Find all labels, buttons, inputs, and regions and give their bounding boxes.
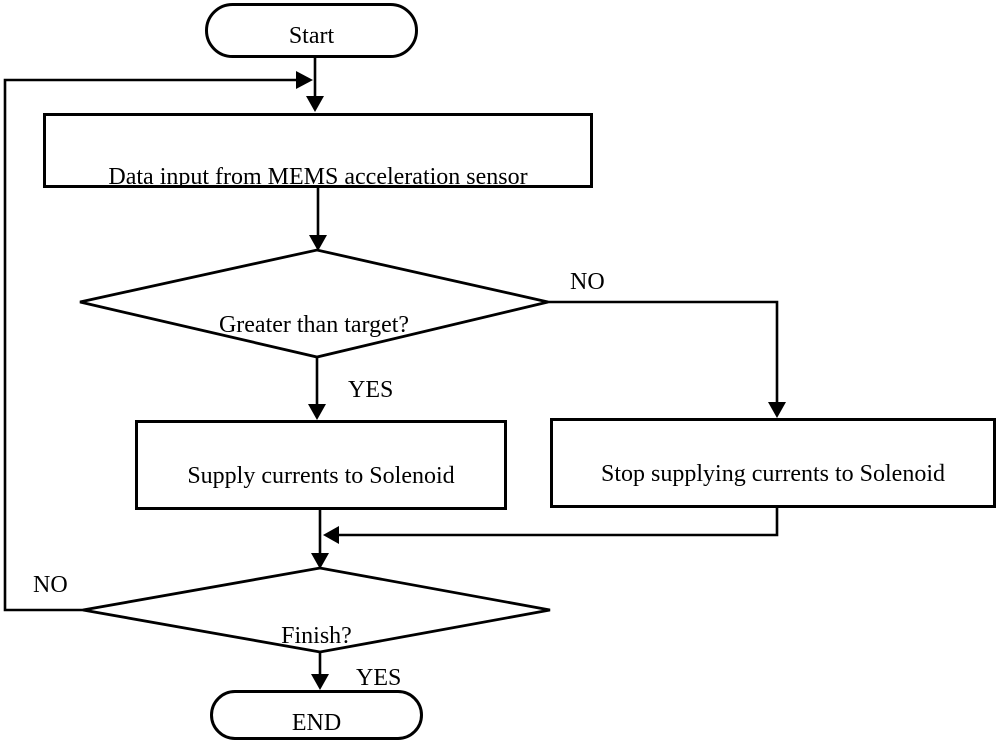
edge-stop-to-merge-line bbox=[339, 508, 779, 537]
node-data-input: Data input from MEMS acceleration sensor bbox=[43, 113, 593, 188]
arrowhead-down-icon bbox=[306, 96, 324, 112]
edge-label-finish-yes: YES bbox=[356, 665, 402, 691]
edge-label-finish-no: NO bbox=[33, 572, 68, 598]
arrowhead-left-icon bbox=[323, 526, 339, 544]
node-start-label: Start bbox=[288, 23, 335, 50]
edge-greater-no-line bbox=[548, 300, 779, 402]
edge-finish-no-loop-line bbox=[3, 78, 296, 612]
edge-supply-to-finish bbox=[311, 510, 329, 569]
edge-label-greater-no: NO bbox=[570, 269, 605, 295]
node-stop-label: Stop supplying currents to Solenoid bbox=[601, 460, 945, 487]
node-decision-greater-shape bbox=[79, 248, 549, 359]
node-decision-finish-shape bbox=[82, 566, 551, 654]
node-supply: Supply currents to Solenoid bbox=[135, 420, 507, 510]
edge-label-greater-yes: YES bbox=[348, 377, 394, 403]
node-stop: Stop supplying currents to Solenoid bbox=[550, 418, 996, 508]
edge-greater-no bbox=[548, 300, 786, 418]
arrowhead-down-icon bbox=[311, 553, 329, 569]
edge-input-to-decision bbox=[309, 188, 327, 251]
node-start: Start bbox=[205, 3, 418, 58]
node-supply-label: Supply currents to Solenoid bbox=[187, 462, 455, 489]
edge-finish-yes bbox=[311, 652, 329, 690]
node-data-input-label: Data input from MEMS acceleration sensor bbox=[108, 163, 528, 188]
arrowhead-down-icon bbox=[311, 674, 329, 690]
arrowhead-down-icon bbox=[309, 235, 327, 251]
edge-stop-to-merge bbox=[323, 508, 779, 544]
arrowhead-down-icon bbox=[768, 402, 786, 418]
node-end-label: END bbox=[291, 709, 342, 736]
edge-greater-yes bbox=[308, 357, 326, 420]
edge-finish-no-loop bbox=[3, 71, 313, 612]
arrowhead-right-icon bbox=[296, 71, 313, 89]
edge-start-to-input bbox=[306, 58, 324, 112]
node-end: END bbox=[210, 690, 423, 740]
arrowhead-down-icon bbox=[308, 404, 326, 420]
